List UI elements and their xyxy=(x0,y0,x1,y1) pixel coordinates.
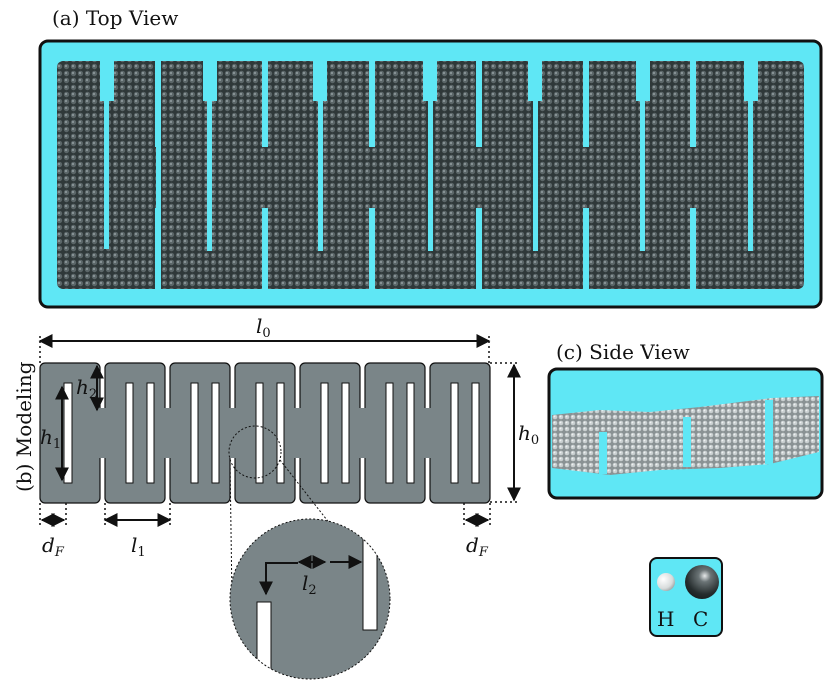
hydrogen-atom-icon xyxy=(657,573,675,591)
modeling-panel: l0 h0 h1 h2 dF l1 dF xyxy=(38,314,539,680)
model-sheet xyxy=(39,362,491,504)
l2-label: l2 xyxy=(302,571,317,598)
side-view-panel xyxy=(547,367,824,500)
l1-label: l1 xyxy=(131,533,146,560)
top-view-sheet xyxy=(57,61,804,289)
carbon-label: C xyxy=(693,607,709,631)
l0-label: l0 xyxy=(256,314,271,341)
carbon-atom-icon xyxy=(685,565,719,599)
hydrogen-label: H xyxy=(657,607,675,631)
h1-label: h1 xyxy=(40,425,61,452)
h0-label: h0 xyxy=(518,421,539,448)
atom-legend: H C xyxy=(649,557,723,637)
dF-left-label: dF xyxy=(42,533,65,560)
panel-a-caption: (a) Top View xyxy=(52,6,179,30)
zoom-detail: l2 xyxy=(229,518,391,680)
h2-label: h2 xyxy=(76,375,97,402)
panel-c-caption: (c) Side View xyxy=(556,340,690,364)
top-view-panel xyxy=(38,39,823,309)
dF-right-label: dF xyxy=(466,533,489,560)
zoom-source-circle xyxy=(228,425,282,479)
